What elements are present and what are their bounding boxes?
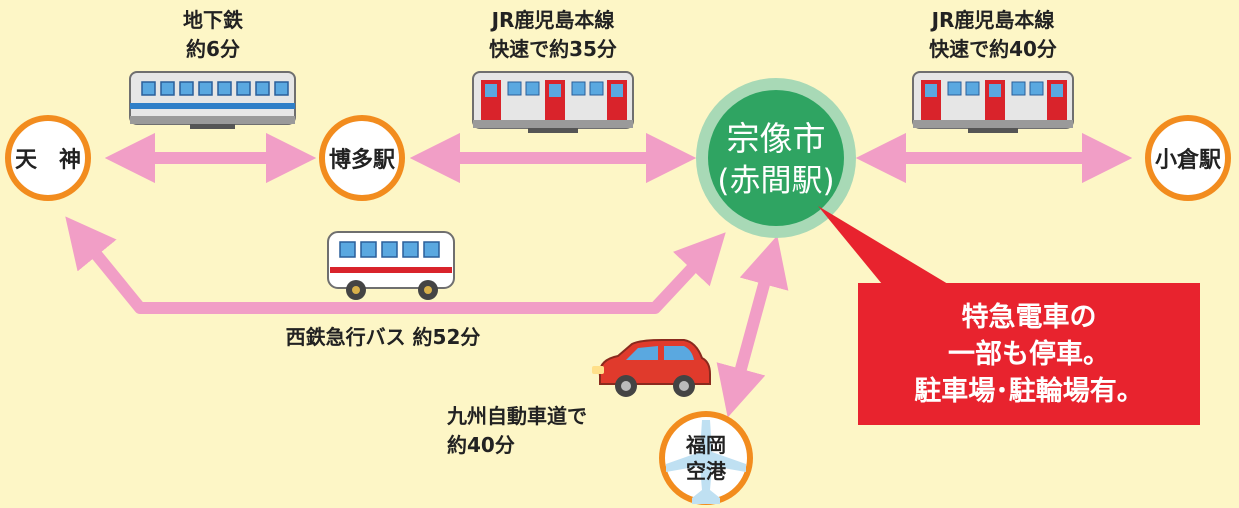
car-label-line1: 九州自動車道で xyxy=(446,404,587,428)
arrow-bus-route xyxy=(65,216,726,314)
callout-line3: 駐車場･駐輪場有。 xyxy=(914,375,1144,407)
callout-line1: 特急電車の xyxy=(961,301,1097,333)
jr-kokura-label-line2: 快速で約40分 xyxy=(929,37,1057,61)
hub-station: (赤間駅) xyxy=(717,163,834,199)
jr-hakata-label-line2: 快速で約35分 xyxy=(489,37,617,61)
station-kokura-label: 小倉駅 xyxy=(1155,147,1221,173)
airport-line2: 空港 xyxy=(686,459,727,483)
station-hakata: 博多駅 xyxy=(319,115,405,201)
car-label-line2: 約40分 xyxy=(447,433,515,457)
car-icon xyxy=(592,339,711,397)
airplane-icon xyxy=(666,420,746,504)
jr-hakata-label-line1: JR鹿児島本線 xyxy=(490,8,615,32)
station-tenjin-label: 天 神 xyxy=(15,147,81,173)
jr-train-icon-kokura xyxy=(912,71,1074,133)
jr-kokura-label-line1: JR鹿児島本線 xyxy=(930,8,1055,32)
station-tenjin: 天 神 xyxy=(5,115,91,201)
station-hakata-label: 博多駅 xyxy=(329,147,395,173)
subway-label-line1: 地下鉄 xyxy=(183,8,243,32)
station-hub-munakata: 宗像市 (赤間駅) xyxy=(696,78,856,238)
bus-label: 西鉄急行バス 約52分 xyxy=(286,325,481,349)
hub-name: 宗像市 xyxy=(727,119,826,158)
bus-icon xyxy=(327,231,455,300)
route-labels: 地下鉄 約6分 JR鹿児島本線 快速で約35分 JR鹿児島本線 快速で約40分 … xyxy=(183,8,1057,457)
station-kokura: 小倉駅 xyxy=(1145,115,1231,201)
station-airport: 福岡 空港 xyxy=(659,411,753,505)
callout-line2: 一部も停車。 xyxy=(948,338,1110,370)
callout-pointer xyxy=(818,206,948,284)
subway-label-line2: 約6分 xyxy=(186,37,240,61)
airport-line1: 福岡 xyxy=(685,433,726,457)
route-arrows xyxy=(65,132,1133,418)
subway-train-icon xyxy=(129,71,296,129)
callout-box: 特急電車の 一部も停車。 駐車場･駐輪場有。 xyxy=(858,283,1200,425)
jr-train-icon xyxy=(472,71,634,133)
arrow-airport-hub xyxy=(716,235,789,418)
